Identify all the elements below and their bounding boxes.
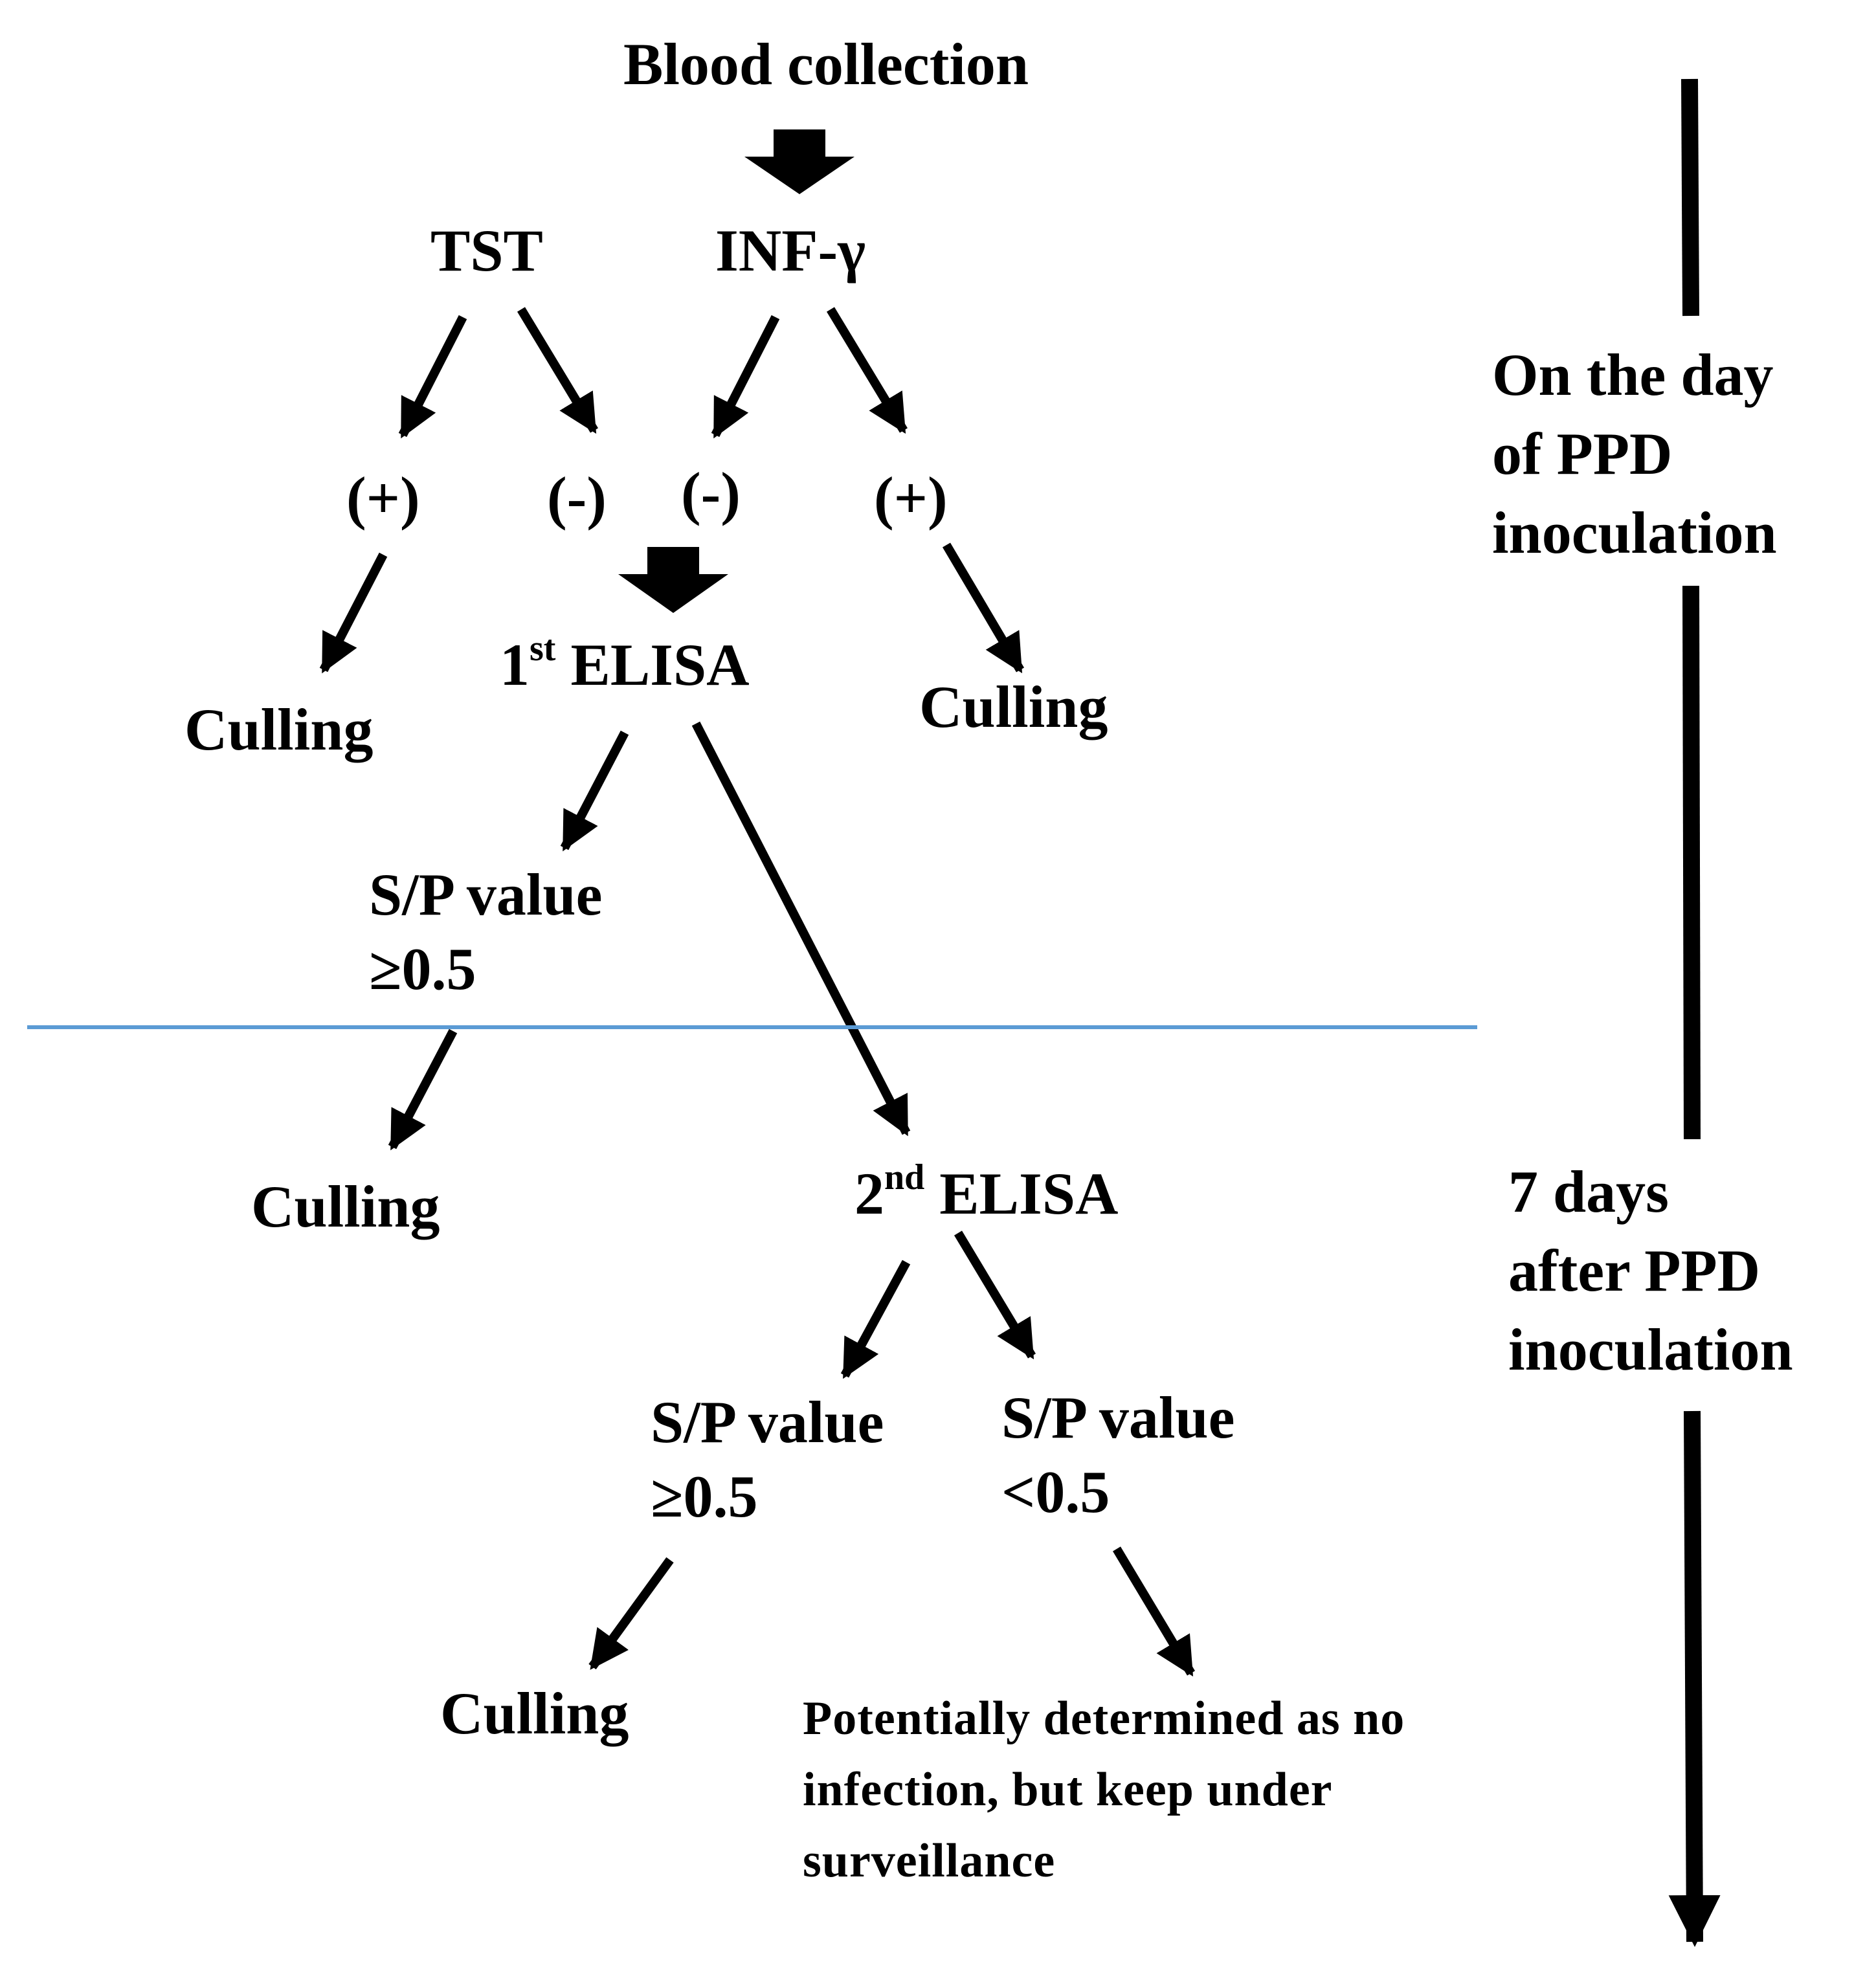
- sp-value-high-1: S/P value ≥0.5: [369, 862, 603, 1002]
- sp-value-low-2: S/P value <0.5: [1001, 1385, 1235, 1525]
- arrow-elisa2-to-sp-low: [954, 1230, 1036, 1360]
- arrow-tst-to-positive: [398, 315, 467, 439]
- timeline-segment-1: [1681, 78, 1699, 317]
- arrow-sp-high1-to-culling: [388, 1029, 458, 1151]
- arrow-inf-to-negative: [711, 315, 780, 439]
- culling-elisa2-label: Culling: [440, 1680, 629, 1746]
- blood-collection-label: Blood collection: [623, 31, 1029, 97]
- timeline-phase-2-label: 7 days after PPD inoculation: [1508, 1159, 1793, 1383]
- timeline-segment-2: [1682, 585, 1701, 1140]
- tst-positive-label: (+): [346, 465, 420, 531]
- arrow-elisa2-to-sp-high: [840, 1260, 911, 1379]
- timeline-segment-3-arrow: [1668, 1410, 1721, 1947]
- sp-value-high-2: S/P value ≥0.5: [651, 1389, 884, 1529]
- arrow-tst-to-negative: [517, 307, 598, 434]
- second-elisa-label: 2nd ELISA: [854, 1157, 1119, 1227]
- culling-inf-label: Culling: [919, 674, 1108, 740]
- arrow-inf-positive-to-culling: [942, 542, 1025, 674]
- arrow-elisa1-to-sp-high: [560, 730, 629, 852]
- block-arrow-blood-to-tests: [744, 129, 854, 194]
- inf-negative-label: (-): [681, 460, 741, 526]
- first-elisa-label: 1st ELISA: [500, 628, 750, 698]
- tst-label: TST: [430, 217, 543, 284]
- culling-tst-label: Culling: [184, 696, 374, 762]
- culling-elisa1-label: Culling: [251, 1174, 440, 1240]
- block-arrow-negatives-to-elisa1: [618, 547, 728, 613]
- inf-positive-label: (+): [874, 465, 948, 531]
- tst-negative-label: (-): [547, 465, 607, 531]
- inf-gamma-label: INF-γ: [715, 217, 866, 284]
- arrow-inf-to-positive: [827, 307, 908, 434]
- arrow-tst-positive-to-culling: [319, 552, 388, 674]
- arrow-sp-low2-to-outcome: [1112, 1546, 1196, 1677]
- arrow-sp-high2-to-culling: [588, 1557, 674, 1670]
- timeline-phase-1-label: On the day of PPD inoculation: [1492, 342, 1777, 566]
- no-infection-outcome: Potentially determined as no infection, …: [803, 1692, 1405, 1887]
- arrow-elisa1-to-elisa2: [691, 721, 911, 1137]
